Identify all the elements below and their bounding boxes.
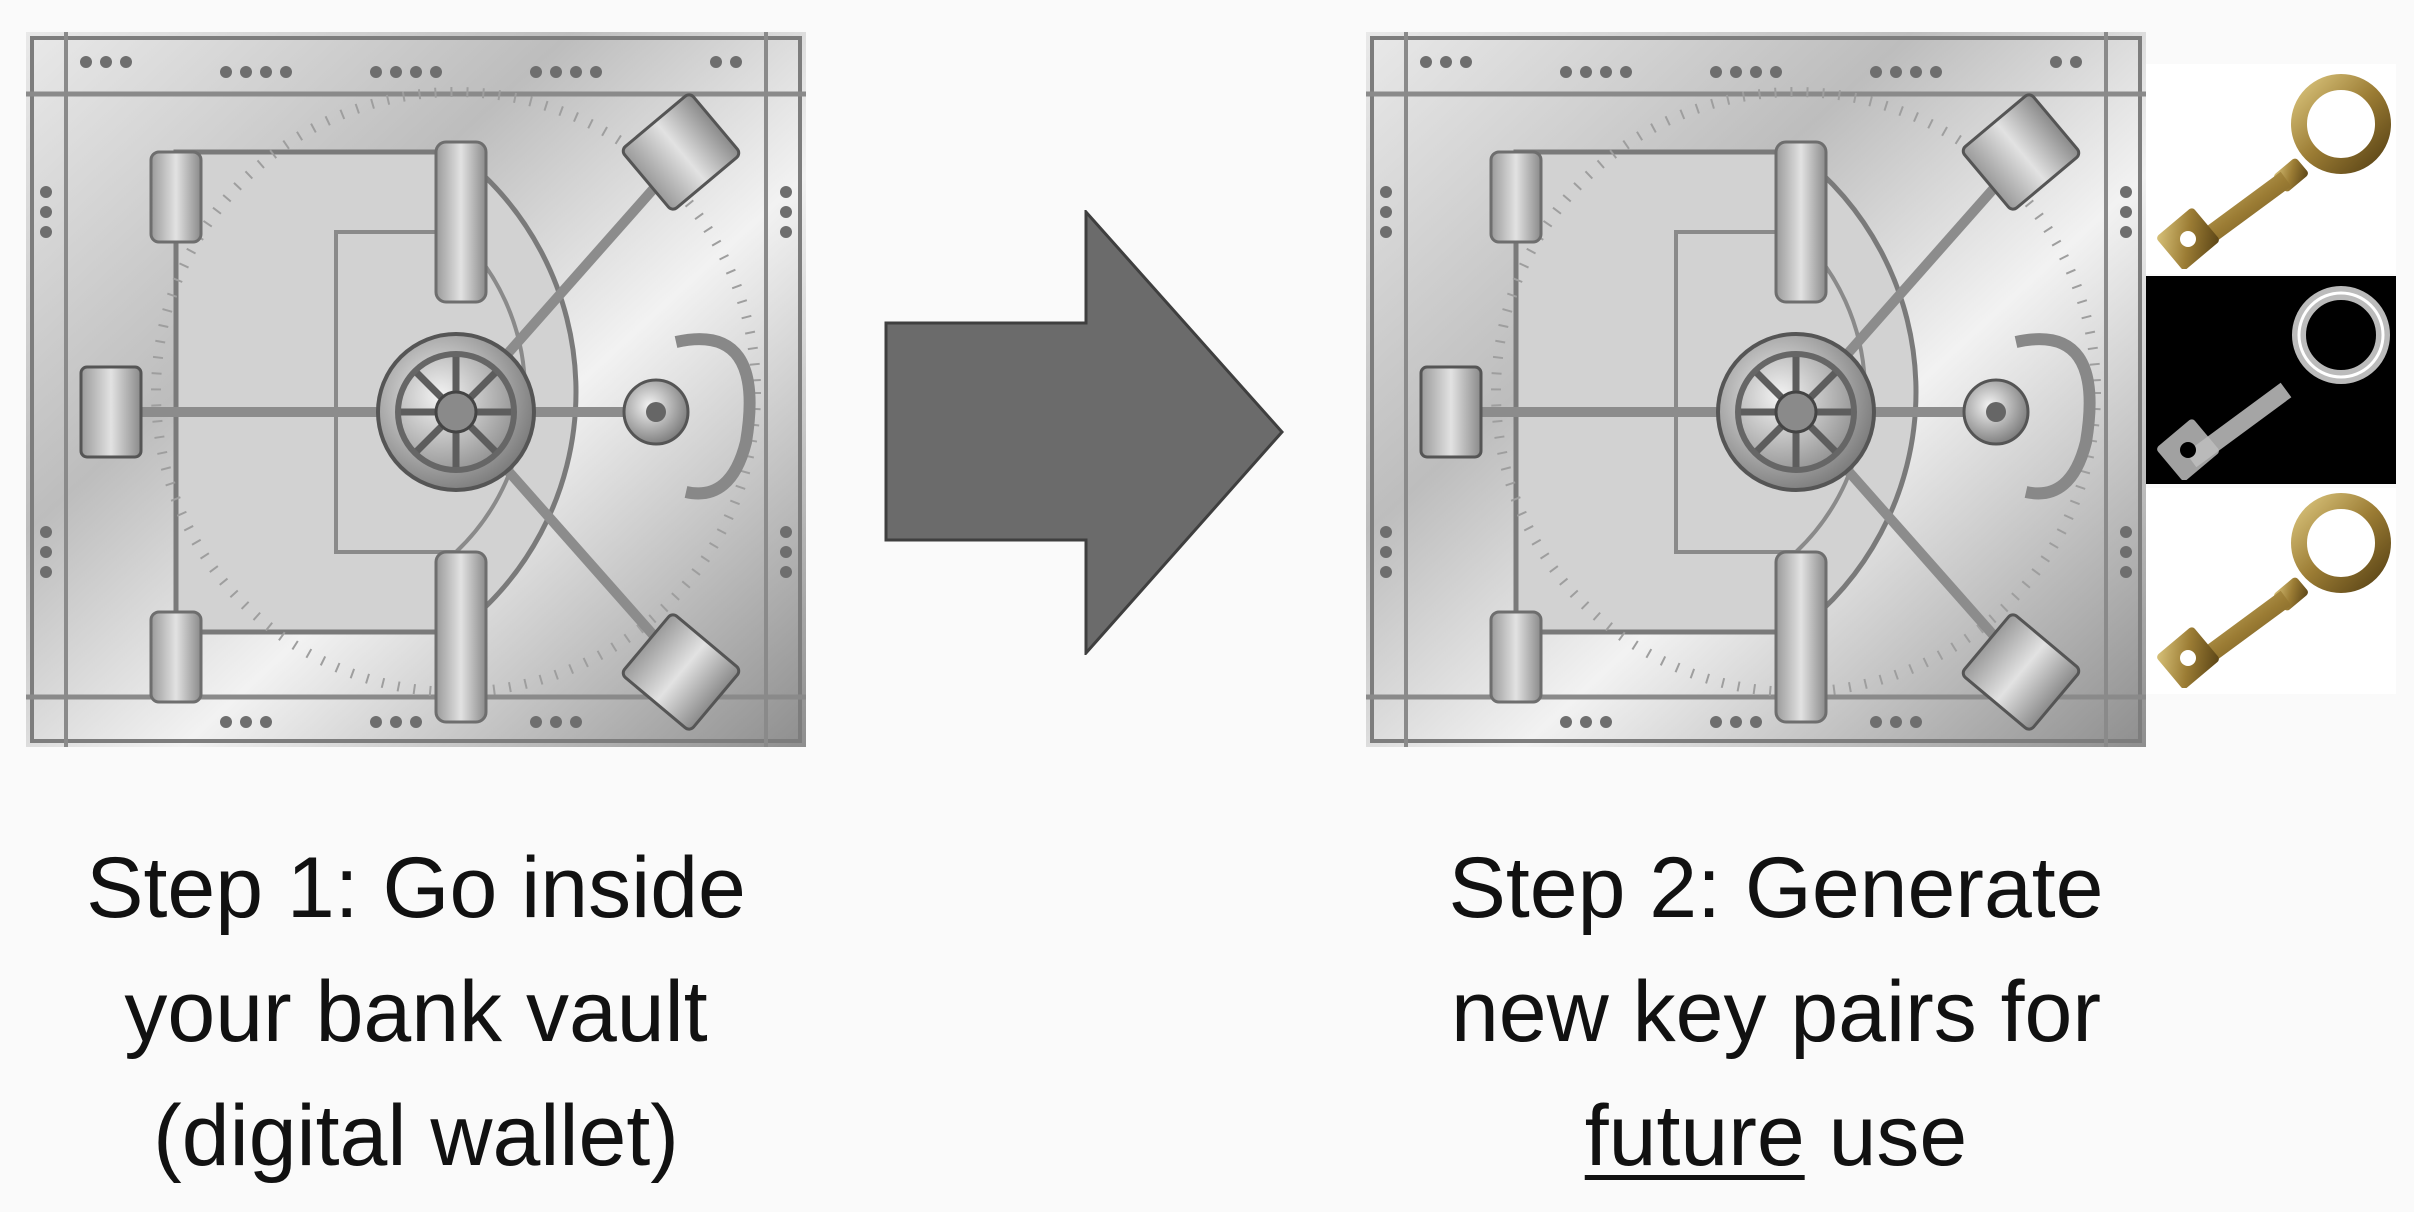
step1-caption-line1: Step 1: Go inside bbox=[86, 840, 746, 936]
step2-caption-line3: future use bbox=[1366, 1074, 2186, 1198]
step2-caption-line1: Step 2: Generate bbox=[1448, 840, 2104, 936]
keys-column bbox=[2146, 64, 2396, 694]
vault-door-image-step2 bbox=[1366, 32, 2146, 747]
future-underlined-word: future bbox=[1584, 1088, 1805, 1184]
vault-door-image-step1 bbox=[26, 32, 806, 747]
clear-key-middle-icon bbox=[2146, 276, 2396, 484]
right-arrow-icon bbox=[884, 208, 1285, 657]
step2-caption: Step 2: Generate new key pairs for futur… bbox=[1366, 826, 2186, 1198]
brass-key-top-icon bbox=[2146, 64, 2396, 274]
step1-caption: Step 1: Go inside your bank vault (digit… bbox=[26, 826, 806, 1198]
step2-caption-line2: new key pairs for bbox=[1450, 964, 2102, 1060]
brass-key-bottom-icon bbox=[2146, 488, 2396, 694]
step2-caption-line3-rest: use bbox=[1804, 1088, 1968, 1184]
step1-caption-line2: your bank vault bbox=[124, 964, 708, 1060]
step1-caption-line3: (digital wallet) bbox=[153, 1088, 679, 1184]
